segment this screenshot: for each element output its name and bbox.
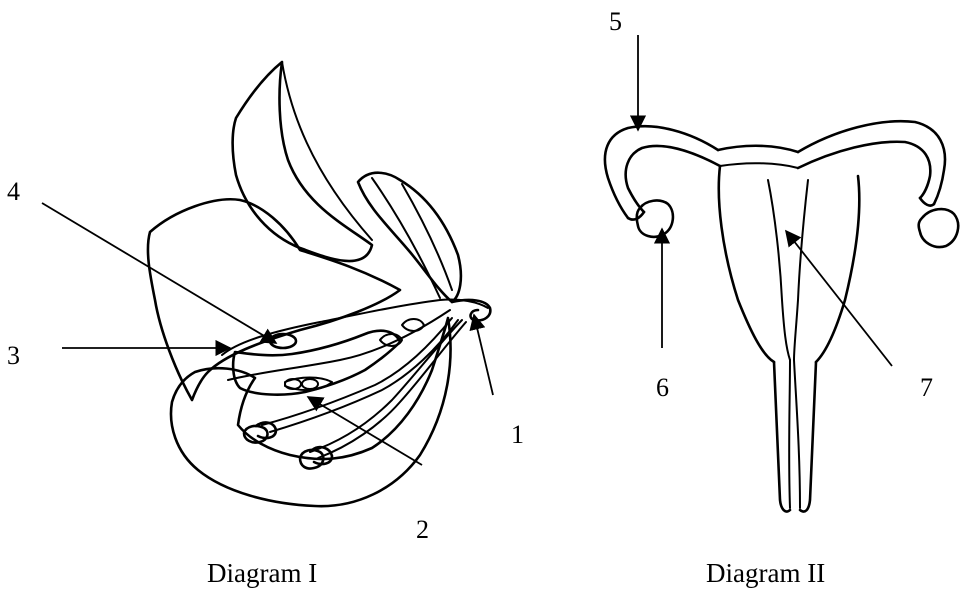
label-7-pointer	[786, 231, 892, 366]
label-7: 7	[920, 373, 933, 402]
label-2: 2	[416, 515, 429, 544]
uterus-drawing	[605, 121, 958, 511]
flower-section-drawing	[148, 62, 490, 506]
label-1-pointer	[474, 315, 493, 395]
label-3: 3	[7, 341, 20, 370]
label-5: 5	[609, 7, 622, 36]
label-6: 6	[656, 373, 669, 402]
diagram-1-caption: Diagram I	[207, 558, 317, 588]
diagram-2-caption: Diagram II	[706, 558, 825, 588]
label-4: 4	[7, 177, 20, 206]
label-1: 1	[511, 420, 524, 449]
